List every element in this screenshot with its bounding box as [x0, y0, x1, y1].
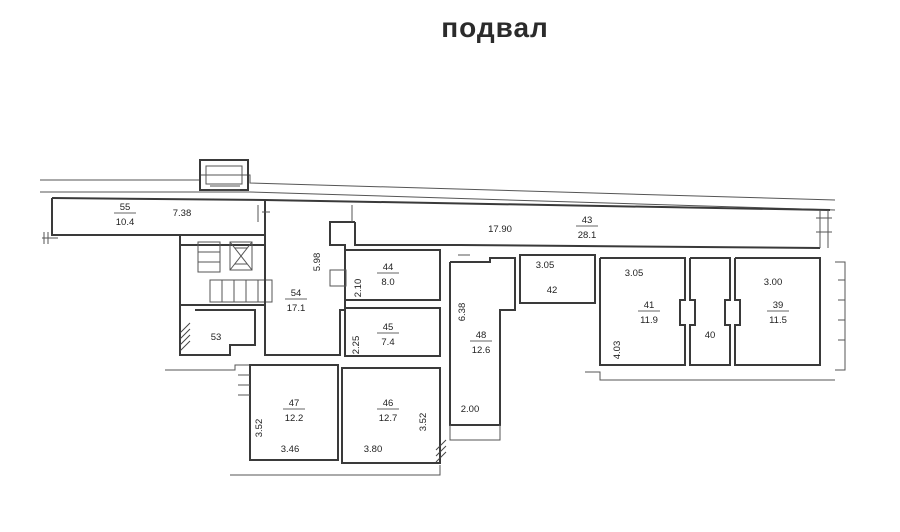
room-43-number: 43 — [582, 215, 593, 226]
street-line-inner — [40, 191, 836, 211]
room-45-wall — [344, 307, 441, 357]
room-40-wall — [689, 257, 731, 366]
dim-3-52-b: 3.52 — [418, 413, 429, 432]
room-45-number: 45 — [383, 322, 394, 333]
room-label-47: 47 12.2 — [283, 398, 305, 424]
room-42-number: 42 — [547, 285, 558, 296]
room-48-area: 12.6 — [472, 345, 491, 356]
dim-3-05-b: 3.05 — [625, 268, 644, 279]
room-46-wall — [341, 367, 441, 464]
room-39-area: 11.5 — [769, 315, 787, 326]
room-53-number: 53 — [211, 332, 222, 343]
hatch-46 — [435, 439, 447, 463]
room-55-wall — [51, 198, 266, 246]
dim-3-05-a: 3.05 — [536, 260, 555, 271]
room-label-48: 48 12.6 — [470, 330, 492, 356]
room-46-number: 46 — [383, 398, 394, 409]
dim-4-03: 4.03 — [612, 341, 623, 360]
room-41-wall — [599, 257, 686, 366]
dim-2-00: 2.00 — [461, 404, 480, 415]
room-label-41: 41 11.9 — [638, 300, 660, 326]
room-54-wall — [264, 221, 355, 356]
room-41-area: 11.9 — [640, 315, 658, 326]
room-54-area: 17.1 — [287, 303, 306, 314]
dim-17-90: 17.90 — [488, 224, 512, 235]
room-label-44: 44 8.0 — [377, 262, 399, 288]
page-title: подвал — [441, 12, 549, 43]
right-stair — [835, 261, 846, 371]
corridor-43-bottom — [354, 222, 821, 249]
room-40-number: 40 — [705, 330, 716, 341]
room-44-number: 44 — [383, 262, 394, 273]
dim-2-25: 2.25 — [351, 336, 362, 355]
dim-6-38: 6.38 — [457, 303, 468, 322]
room-47-wall — [249, 364, 339, 461]
street-line — [40, 174, 836, 201]
dim-3-80: 3.80 — [364, 444, 383, 455]
room-47-number: 47 — [289, 398, 300, 409]
room-55-number: 55 — [120, 202, 131, 213]
dim-3-46: 3.46 — [281, 444, 300, 455]
room-41-number: 41 — [644, 300, 655, 311]
room-46-area: 12.7 — [379, 413, 398, 424]
room-39-wall — [734, 257, 821, 366]
room-53-wall — [179, 305, 256, 356]
room-55-area: 10.4 — [116, 217, 135, 228]
dim-2-10: 2.10 — [353, 279, 364, 298]
room-label-55: 55 10.4 — [114, 202, 136, 228]
room-48-number: 48 — [476, 330, 487, 341]
room-label-46: 46 12.7 — [377, 398, 399, 424]
room-44-wall — [344, 249, 441, 301]
room-45-area: 7.4 — [381, 337, 394, 348]
room-43-area: 28.1 — [578, 230, 597, 241]
room-42-wall — [519, 254, 596, 304]
room-47-area: 12.2 — [285, 413, 304, 424]
room-label-39: 39 11.5 — [767, 300, 789, 326]
column — [329, 269, 347, 287]
room-48-wall — [449, 257, 516, 426]
hatch-53 — [179, 322, 191, 352]
dim-7-38: 7.38 — [173, 208, 192, 219]
dim-3-00: 3.00 — [764, 277, 783, 288]
room-54-number: 54 — [291, 288, 302, 299]
room-label-43: 43 28.1 — [576, 215, 598, 241]
dim-5-98: 5.98 — [312, 253, 323, 272]
room-39-number: 39 — [773, 300, 784, 311]
corridor-43-top — [264, 199, 831, 211]
room-label-45: 45 7.4 — [377, 322, 399, 348]
dim-3-52-a: 3.52 — [254, 419, 265, 438]
room-44-area: 8.0 — [381, 277, 394, 288]
room-label-54: 54 17.1 — [285, 288, 307, 314]
